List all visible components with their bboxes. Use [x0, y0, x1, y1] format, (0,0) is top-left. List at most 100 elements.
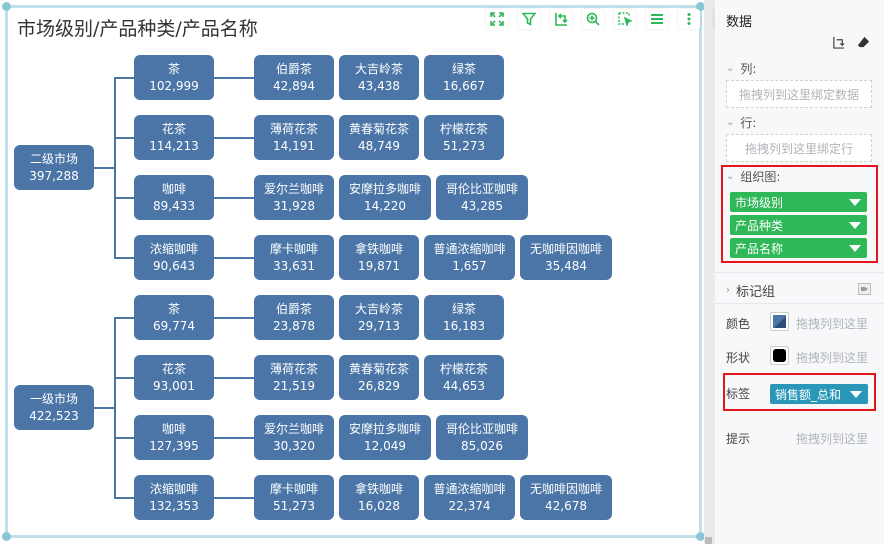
field-name: 产品种类 — [735, 218, 784, 233]
dropdown-arrow-icon — [849, 198, 861, 206]
org-node-category[interactable]: 花茶 93,001 — [134, 355, 214, 400]
sidebar-splitter[interactable] — [704, 0, 715, 544]
color-dropzone[interactable]: 拖拽列到这里 — [795, 317, 868, 331]
zoom-in-button[interactable] — [582, 9, 604, 29]
org-node-product[interactable]: 安摩拉多咖啡 12,049 — [339, 415, 431, 460]
node-value: 397,288 — [29, 168, 79, 183]
org-node-category[interactable]: 咖啡 89,433 — [134, 175, 214, 220]
node-value: 93,001 — [153, 378, 195, 393]
select-icon — [618, 12, 632, 26]
org-node-market[interactable]: 一级市场 422,523 — [14, 385, 94, 430]
chart-canvas[interactable]: 市场级别/产品种类/产品名称 — [0, 0, 705, 544]
marks-section-header[interactable]: › 标记组 — [726, 281, 775, 300]
shape-dropzone[interactable]: 拖拽列到这里 — [795, 351, 868, 365]
node-name: 大吉岭茶 — [354, 61, 403, 76]
org-node-product[interactable]: 大吉岭茶 29,713 — [339, 295, 419, 340]
rows-dropzone[interactable]: 拖拽列到这里绑定行 — [726, 134, 872, 162]
org-node-product[interactable]: 伯爵茶 42,894 — [254, 55, 334, 100]
org-node-product[interactable]: 黄春菊花茶 26,829 — [339, 355, 419, 400]
org-node-product[interactable]: 绿茶 16,183 — [424, 295, 504, 340]
node-name: 柠檬花茶 — [439, 361, 488, 376]
org-node-product[interactable]: 哥伦比亚咖啡 43,285 — [436, 175, 528, 220]
node-value: 21,519 — [273, 378, 315, 393]
org-node-product[interactable]: 薄荷花茶 21,519 — [254, 355, 334, 400]
node-name: 安摩拉多咖啡 — [348, 421, 421, 436]
org-node-product[interactable]: 拿铁咖啡 19,871 — [339, 235, 419, 280]
node-name: 普通浓缩咖啡 — [433, 241, 506, 256]
node-value: 14,220 — [364, 198, 406, 213]
org-node-product[interactable]: 爱尔兰咖啡 30,320 — [254, 415, 334, 460]
node-name: 花茶 — [161, 361, 186, 376]
org-node-product[interactable]: 摩卡咖啡 51,273 — [254, 475, 334, 520]
org-node-product[interactable]: 大吉岭茶 43,438 — [339, 55, 419, 100]
swap-axes-button[interactable] — [550, 9, 572, 29]
connector — [214, 257, 254, 259]
org-node-product[interactable]: 爱尔兰咖啡 31,928 — [254, 175, 334, 220]
org-node-product[interactable]: 柠檬花茶 51,273 — [424, 115, 504, 160]
node-name: 茶 — [167, 61, 180, 76]
connector — [94, 167, 115, 169]
node-value: 51,273 — [273, 498, 315, 513]
tooltip-dropzone[interactable]: 拖拽列到这里 — [795, 432, 868, 446]
fullscreen-button[interactable] — [486, 9, 508, 29]
swap-axes-icon[interactable] — [832, 36, 845, 49]
color-swatch[interactable] — [770, 312, 789, 331]
org-field-pill[interactable]: 产品名称 — [730, 238, 867, 258]
shape-swatch[interactable] — [770, 346, 789, 365]
tag-icon[interactable] — [858, 283, 871, 295]
eraser-icon[interactable] — [857, 36, 870, 49]
resize-handle-bottom-left[interactable] — [2, 532, 11, 541]
list-button[interactable] — [646, 9, 668, 29]
selection-frame-right — [699, 5, 702, 537]
org-node-product[interactable]: 伯爵茶 23,878 — [254, 295, 334, 340]
panel-title: 数据 — [726, 15, 753, 30]
org-node-product[interactable]: 薄荷花茶 14,191 — [254, 115, 334, 160]
org-node-product[interactable]: 普通浓缩咖啡 1,657 — [424, 235, 515, 280]
org-node-category[interactable]: 茶 102,999 — [134, 55, 214, 100]
connector — [94, 407, 115, 409]
node-name: 一级市场 — [29, 391, 78, 406]
org-node-category[interactable]: 咖啡 127,395 — [134, 415, 214, 460]
org-node-product[interactable]: 无咖啡因咖啡 42,678 — [520, 475, 612, 520]
label-field-pill[interactable]: 销售额_总和 — [770, 384, 868, 404]
org-node-product[interactable]: 柠檬花茶 44,653 — [424, 355, 504, 400]
org-node-market[interactable]: 二级市场 397,288 — [14, 145, 94, 190]
org-field-pill[interactable]: 产品种类 — [730, 215, 867, 235]
connector — [114, 317, 134, 319]
org-node-category[interactable]: 浓缩咖啡 132,353 — [134, 475, 214, 520]
node-name: 黄春菊花茶 — [348, 121, 409, 136]
node-name: 摩卡咖啡 — [269, 481, 318, 496]
org-node-product[interactable]: 拿铁咖啡 16,028 — [339, 475, 419, 520]
org-node-product[interactable]: 无咖啡因咖啡 35,484 — [520, 235, 612, 280]
node-value: 16,183 — [443, 318, 485, 333]
node-name: 拿铁咖啡 — [354, 241, 403, 256]
connector — [114, 437, 134, 439]
resize-handle-top-right[interactable] — [696, 2, 705, 11]
connector — [214, 497, 254, 499]
org-node-category[interactable]: 花茶 114,213 — [134, 115, 214, 160]
rows-section-header[interactable]: ⌄ 行: — [726, 114, 756, 131]
org-node-product[interactable]: 哥伦比亚咖啡 85,026 — [436, 415, 528, 460]
columns-dropzone[interactable]: 拖拽列到这里绑定数据 — [726, 80, 872, 108]
node-name: 绿茶 — [451, 61, 476, 76]
org-node-product[interactable]: 普通浓缩咖啡 22,374 — [424, 475, 515, 520]
org-node-product[interactable]: 绿茶 16,667 — [424, 55, 504, 100]
filter-button[interactable] — [518, 9, 540, 29]
org-node-product[interactable]: 黄春菊花茶 48,749 — [339, 115, 419, 160]
node-name: 无咖啡因咖啡 — [529, 241, 602, 256]
org-section-header[interactable]: ⌄ 组织图: — [726, 168, 780, 185]
select-button[interactable] — [614, 9, 636, 29]
resize-handle-top-left[interactable] — [2, 2, 11, 11]
scroll-handle[interactable] — [705, 537, 712, 544]
org-node-category[interactable]: 茶 69,774 — [134, 295, 214, 340]
label-label: 标签 — [726, 387, 751, 401]
columns-section-header[interactable]: ⌄ 列: — [726, 60, 756, 77]
more-button[interactable] — [678, 9, 700, 29]
org-node-product[interactable]: 安摩拉多咖啡 14,220 — [339, 175, 431, 220]
org-node-product[interactable]: 摩卡咖啡 33,631 — [254, 235, 334, 280]
resize-handle-bottom-right[interactable] — [696, 532, 705, 541]
org-node-category[interactable]: 浓缩咖啡 90,643 — [134, 235, 214, 280]
data-panel: 数据 ⌄ 列: 拖拽列到这里绑定数据 ⌄ 行: 拖拽列到这里绑定行 ⌄ 组织图:… — [715, 0, 884, 544]
org-field-pill[interactable]: 市场级别 — [730, 192, 867, 212]
node-name: 拿铁咖啡 — [354, 481, 403, 496]
